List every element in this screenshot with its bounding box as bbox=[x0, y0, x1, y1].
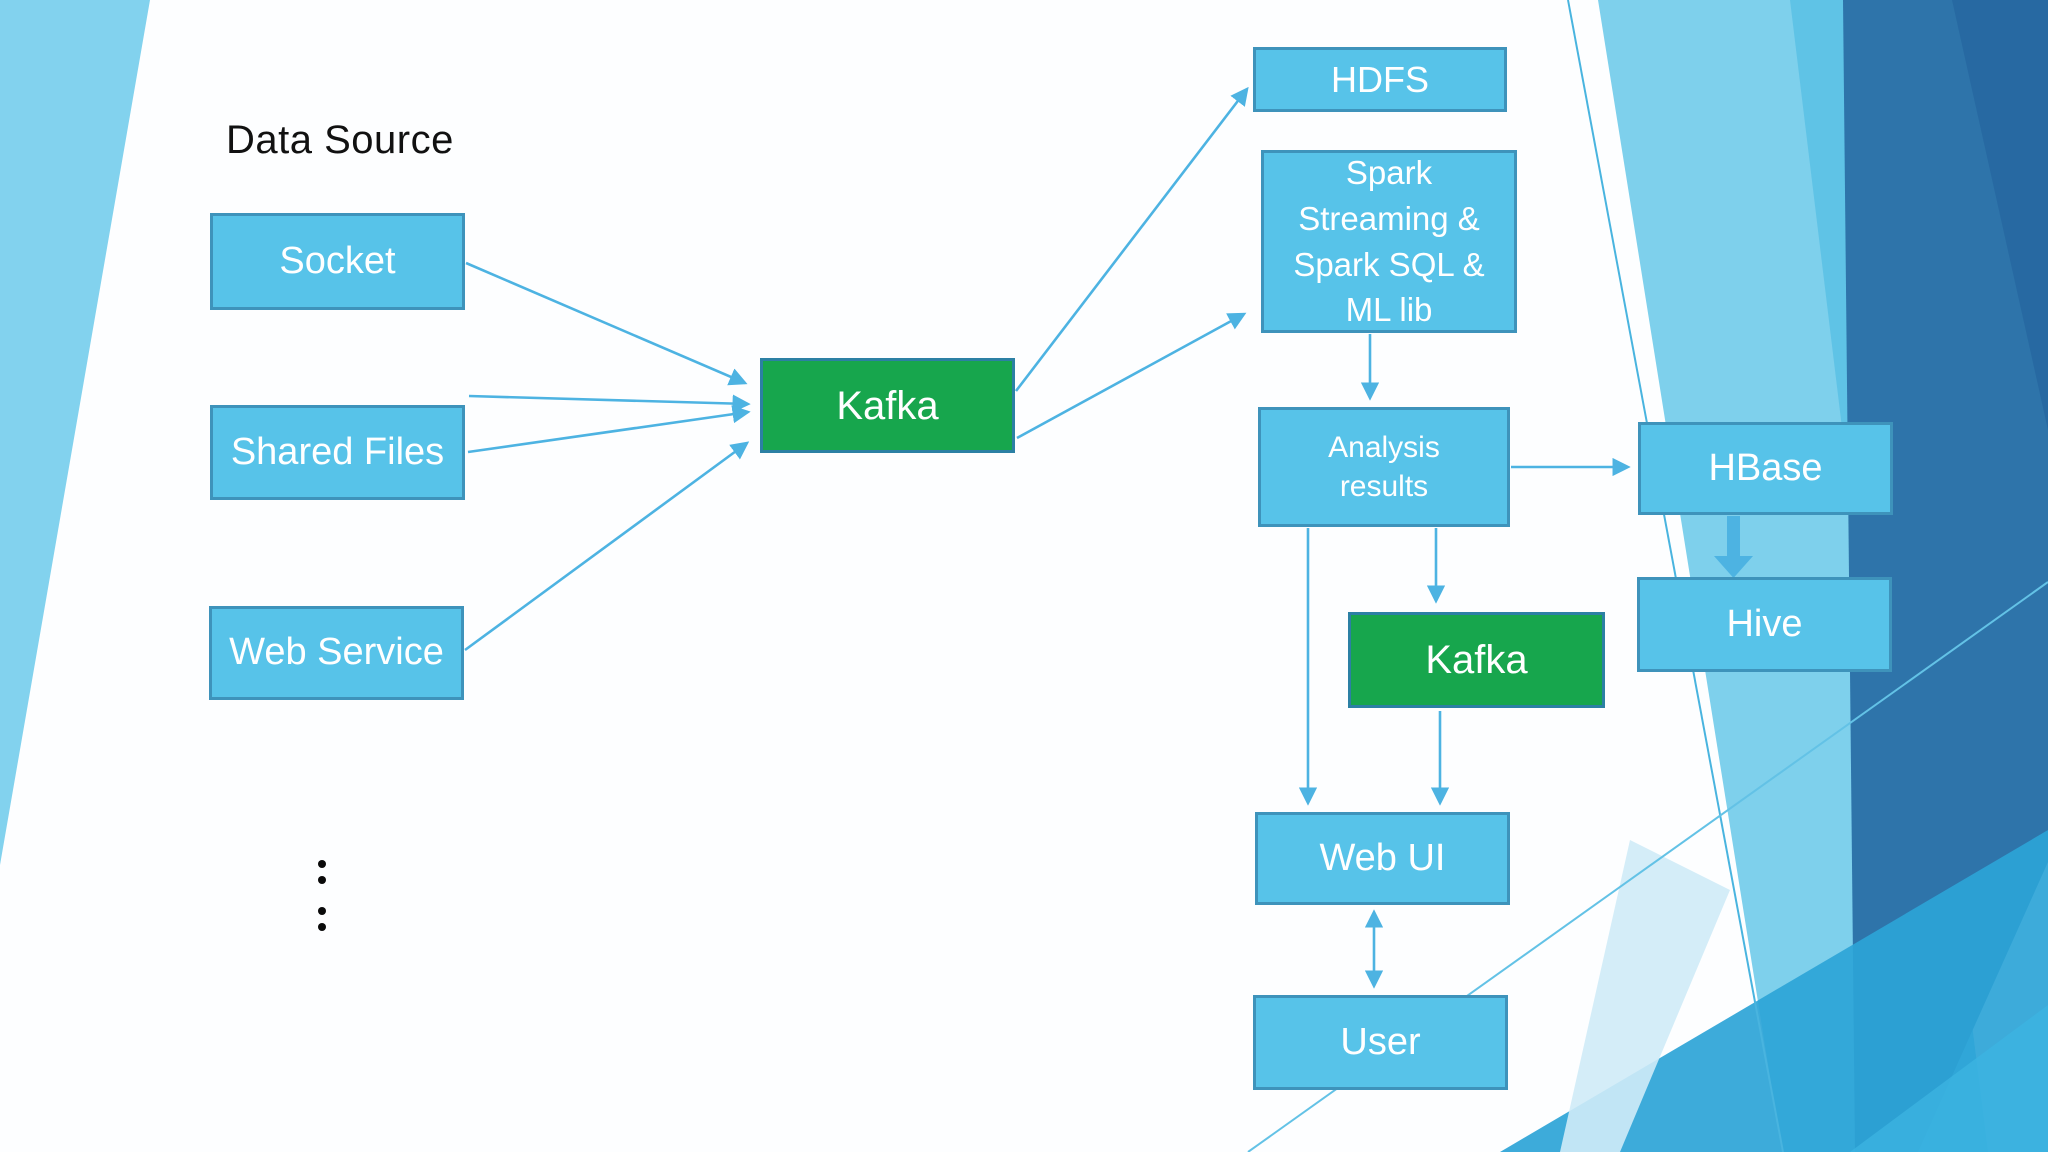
ellipsis-dot bbox=[318, 923, 326, 931]
left-wedge-shape bbox=[0, 0, 150, 865]
arrow-kafka-to-spark bbox=[1016, 312, 1247, 440]
connector-arrows bbox=[464, 86, 1753, 989]
node-hdfs: HDFS bbox=[1253, 47, 1507, 112]
bottom-pale-triangle bbox=[1560, 840, 1730, 1152]
node-user: User bbox=[1253, 995, 1508, 1090]
ellipsis-dot bbox=[318, 860, 326, 868]
arrow-socket-to-kafka bbox=[465, 261, 748, 386]
node-hbase-label: HBase bbox=[1708, 446, 1823, 489]
node-spark: Spark Streaming & Spark SQL & ML lib bbox=[1261, 150, 1517, 333]
node-analysis-results: Analysis results bbox=[1258, 407, 1510, 527]
node-web-service: Web Service bbox=[209, 606, 464, 700]
node-hbase: HBase bbox=[1638, 422, 1893, 515]
right-dark-corner bbox=[1952, 0, 2048, 430]
node-analysis-results-label: Analysis results bbox=[1328, 431, 1440, 503]
node-kafka-publish: Kafka bbox=[1348, 612, 1605, 708]
bottom-right-teal-bright bbox=[1850, 1005, 2048, 1152]
node-web-ui: Web UI bbox=[1255, 812, 1510, 905]
node-user-label: User bbox=[1340, 1020, 1421, 1063]
decor-thin-line-a bbox=[1567, 0, 1784, 1152]
ellipsis-dot bbox=[318, 907, 326, 915]
data-source-label: Data Source bbox=[226, 118, 454, 162]
ellipsis-dot bbox=[318, 876, 326, 884]
node-web-service-label: Web Service bbox=[229, 631, 444, 674]
node-socket-label: Socket bbox=[279, 239, 396, 282]
node-hdfs-label: HDFS bbox=[1331, 59, 1429, 100]
arrow-sharedfiles-mid-to-kafka bbox=[467, 405, 751, 454]
arrow-webservice-to-kafka bbox=[464, 441, 750, 652]
node-shared-files-label: Shared Files bbox=[230, 430, 445, 473]
node-kafka-ingest: Kafka bbox=[760, 358, 1015, 453]
node-spark-label: Spark Streaming & Spark SQL & ML lib bbox=[1293, 154, 1485, 329]
node-kafka-ingest-label: Kafka bbox=[836, 383, 939, 428]
node-socket: Socket bbox=[210, 213, 465, 310]
arrow-kafka-to-hdfs bbox=[1014, 86, 1249, 392]
arrow-hbase-to-hive-thick bbox=[1714, 516, 1753, 578]
node-kafka-publish-label: Kafka bbox=[1425, 638, 1528, 682]
node-shared-files: Shared Files bbox=[210, 405, 465, 500]
arrow-sharedfiles-top-to-kafka bbox=[468, 394, 751, 413]
node-web-ui-label: Web UI bbox=[1319, 836, 1446, 879]
node-hive: Hive bbox=[1637, 577, 1892, 672]
node-hive-label: Hive bbox=[1726, 602, 1803, 645]
more-sources-ellipsis bbox=[318, 860, 326, 931]
